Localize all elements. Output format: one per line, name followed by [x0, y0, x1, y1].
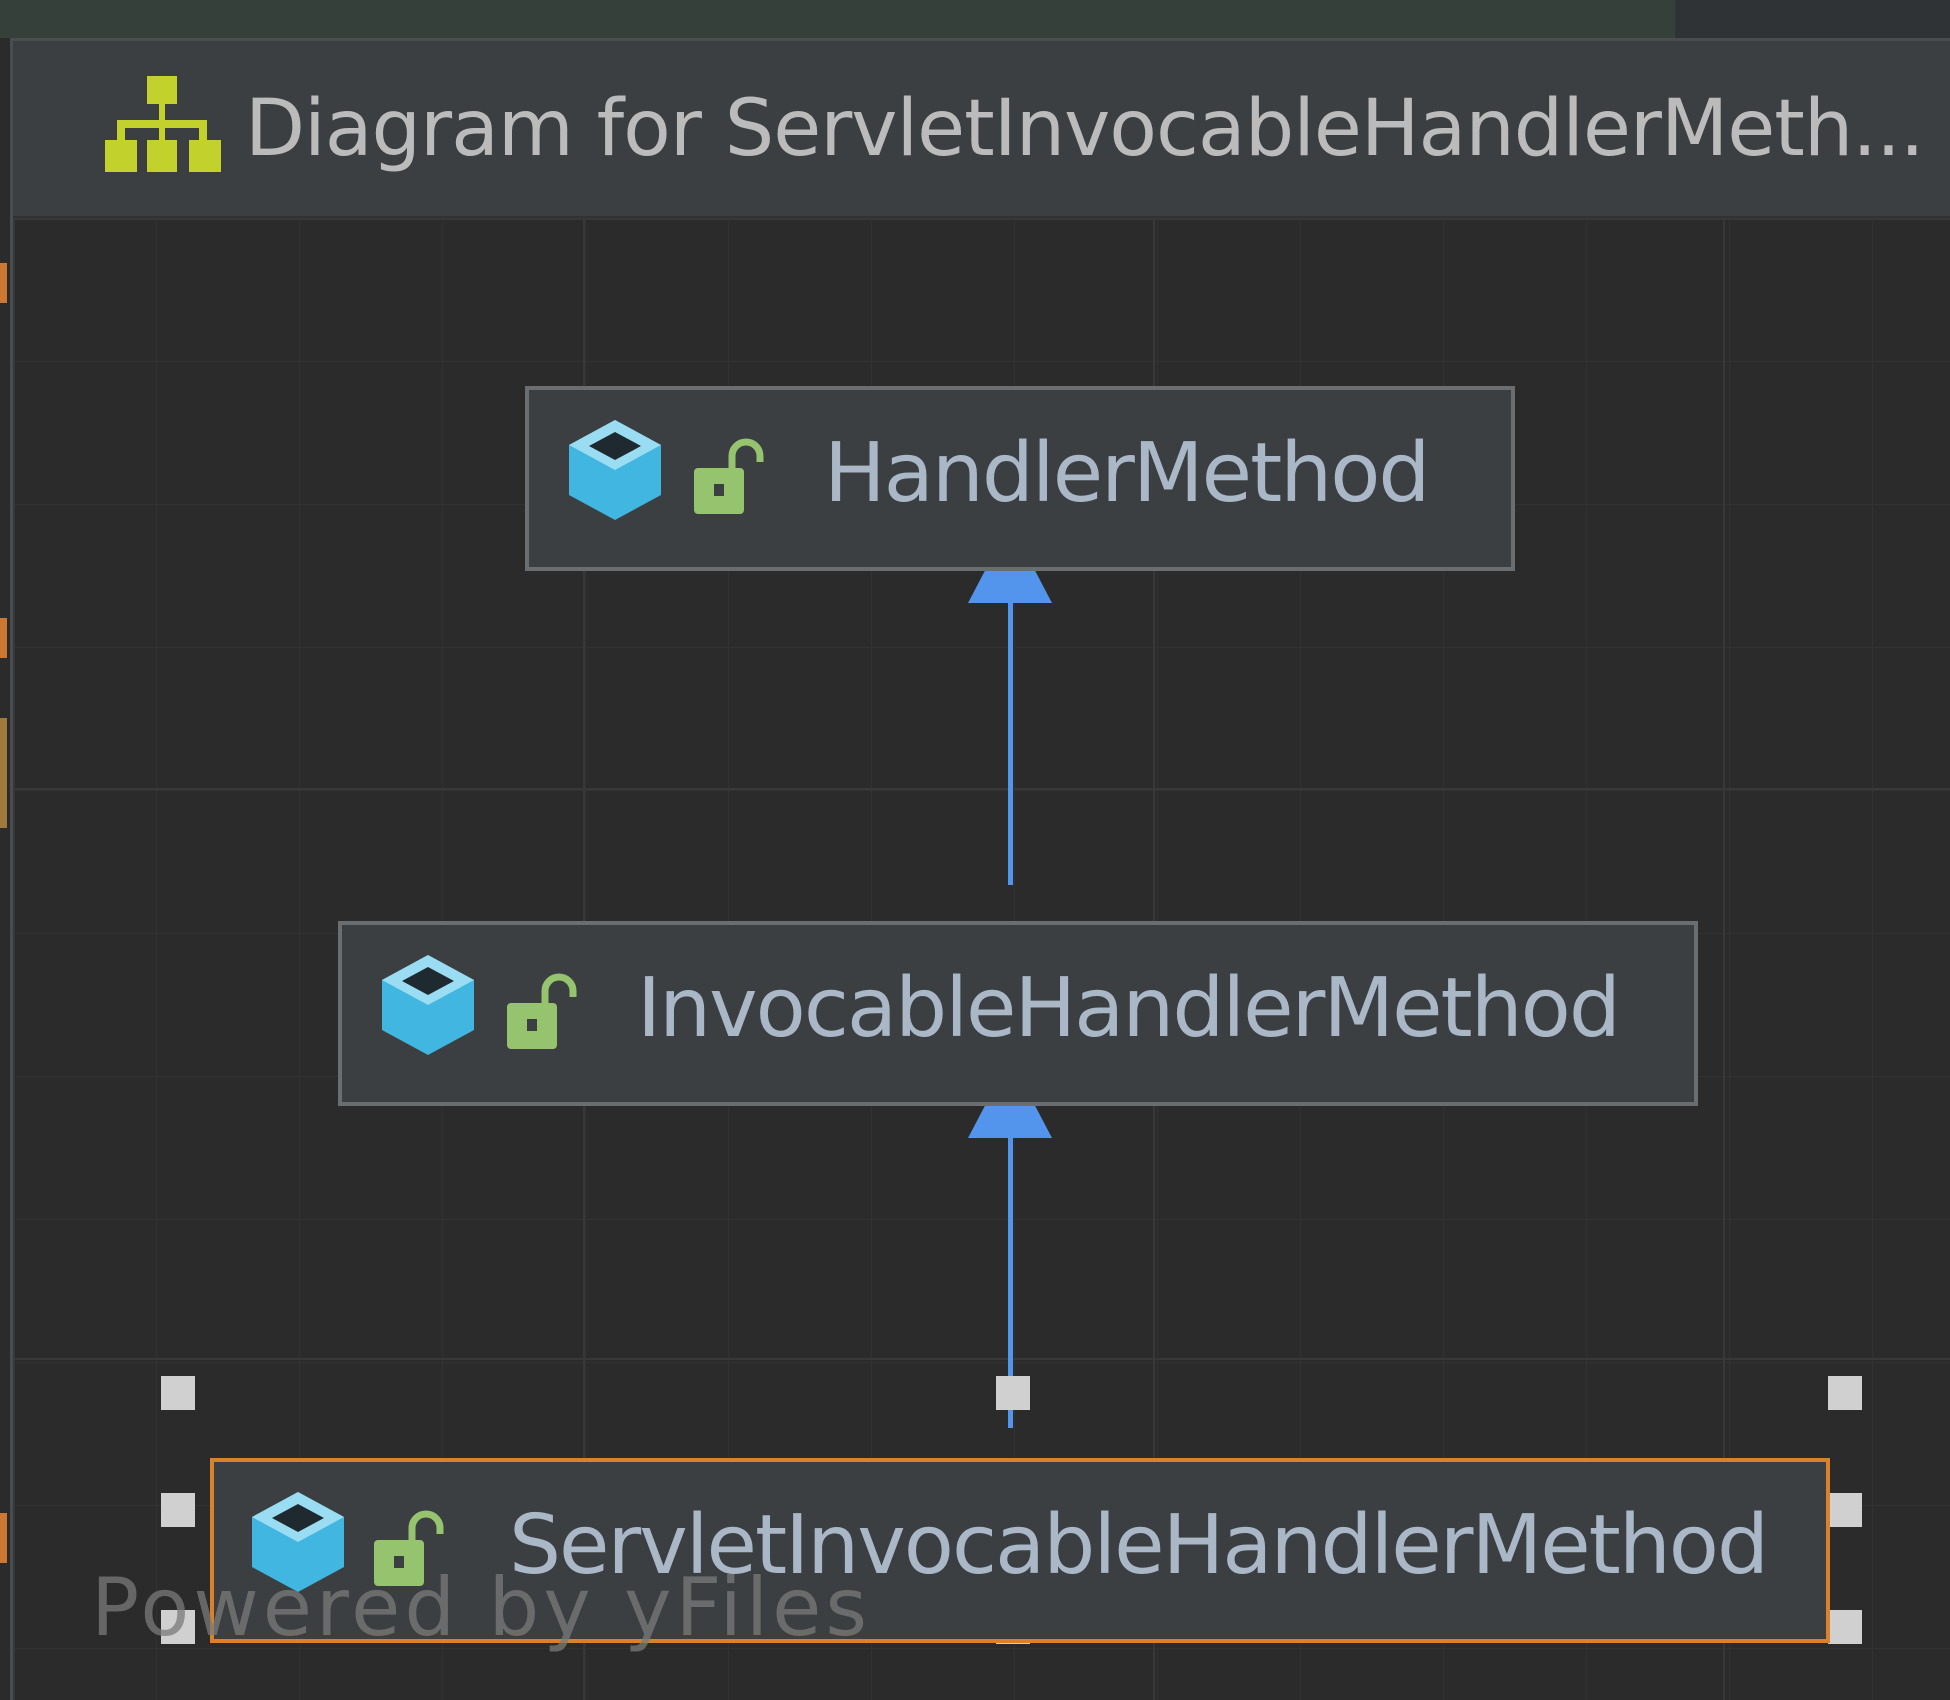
gutter-marker: [0, 1513, 7, 1563]
class-name: InvocableHandlerMethod: [637, 961, 1621, 1056]
editor-gutter: [0, 38, 10, 1700]
gutter-marker: [0, 618, 7, 658]
class-icon: [569, 420, 661, 520]
inheritance-edge: [1008, 1128, 1013, 1428]
public-lock-icon: [507, 973, 577, 1049]
inheritance-edge: [1008, 593, 1013, 885]
class-name: ServletInvocableHandlerMethod: [509, 1498, 1769, 1593]
powered-by-watermark: Powered by yFiles: [91, 1561, 871, 1654]
class-name: HandlerMethod: [824, 426, 1430, 521]
editor-background-right: [1675, 0, 1950, 38]
resize-handle-n[interactable]: [996, 1376, 1030, 1410]
resize-handle-ne[interactable]: [1828, 1376, 1862, 1410]
resize-handle-sw[interactable]: [161, 1610, 195, 1644]
diagram-popup: Diagram for ServletInvocableHandlerMeth.…: [10, 38, 1950, 1700]
hierarchy-diagram-icon: [105, 76, 221, 172]
popup-header[interactable]: Diagram for ServletInvocableHandlerMeth.…: [13, 41, 1950, 218]
resize-handle-e[interactable]: [1828, 1493, 1862, 1527]
gutter-marker: [0, 263, 7, 303]
diagram-canvas[interactable]: HandlerMethod InvocableHandlerMethod: [13, 218, 1950, 1700]
public-lock-icon: [694, 438, 764, 514]
gutter-marker: [0, 718, 7, 828]
resize-handle-nw[interactable]: [161, 1376, 195, 1410]
class-node-handlermethod[interactable]: HandlerMethod: [525, 386, 1515, 571]
editor-background: [0, 0, 1675, 38]
class-icon: [252, 1492, 344, 1592]
class-icon: [382, 955, 474, 1055]
resize-handle-se[interactable]: [1828, 1610, 1862, 1644]
public-lock-icon: [374, 1510, 444, 1586]
resize-handle-w[interactable]: [161, 1493, 195, 1527]
popup-title: Diagram for ServletInvocableHandlerMeth.…: [245, 84, 1925, 174]
class-node-servletinvocablehandlermethod[interactable]: ServletInvocableHandlerMethod: [210, 1458, 1830, 1643]
class-node-invocablehandlermethod[interactable]: InvocableHandlerMethod: [338, 921, 1698, 1106]
